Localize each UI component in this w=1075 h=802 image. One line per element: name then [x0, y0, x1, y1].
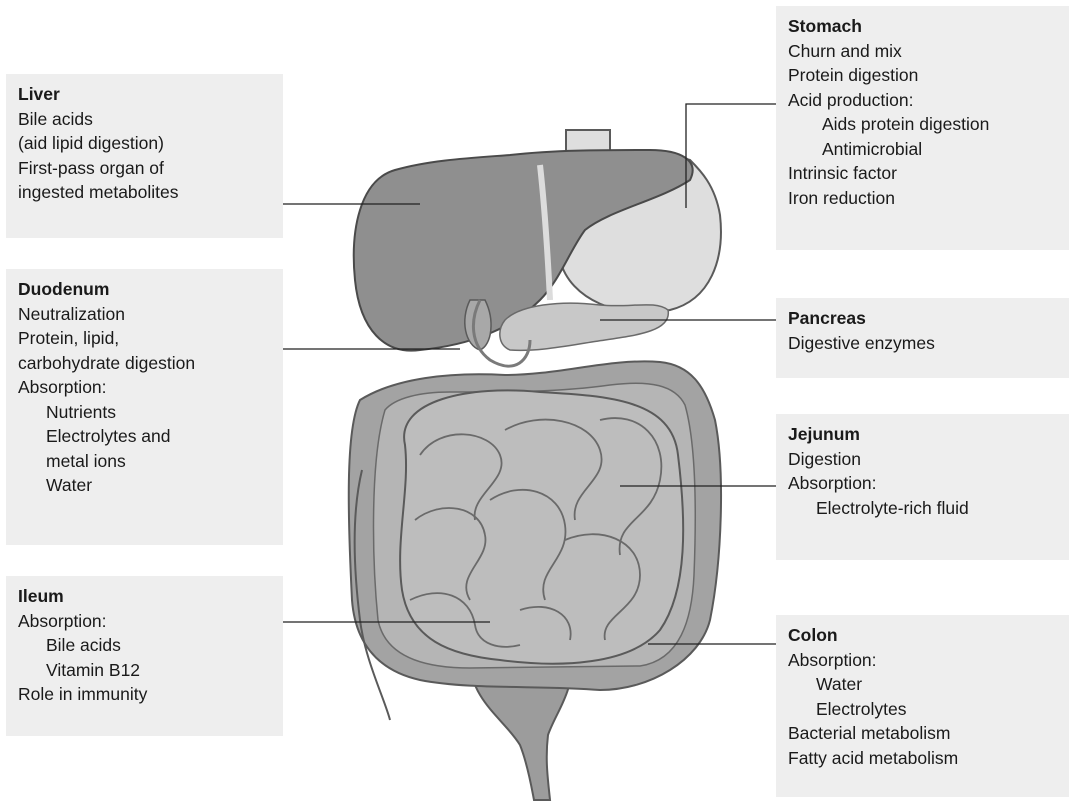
- jejunum-line-1: Digestion: [788, 447, 1057, 472]
- ileum-line-4: Role in immunity: [18, 682, 271, 707]
- ileum-line-2: Bile acids: [18, 633, 271, 658]
- colon-line-5: Fatty acid metabolism: [788, 746, 1057, 771]
- jejunum-box: Jejunum Digestion Absorption: Electrolyt…: [776, 414, 1069, 560]
- liver-box: Liver Bile acids (aid lipid digestion) F…: [6, 74, 283, 238]
- stomach-line-7: Iron reduction: [788, 186, 1057, 211]
- colon-box: Colon Absorption: Water Electrolytes Bac…: [776, 615, 1069, 797]
- stomach-line-1: Churn and mix: [788, 39, 1057, 64]
- liver-line-4: ingested metabolites: [18, 180, 271, 205]
- duodenum-line-4: Absorption:: [18, 375, 271, 400]
- liver-line-2: (aid lipid digestion): [18, 131, 271, 156]
- stomach-line-4: Aids protein digestion: [788, 112, 1057, 137]
- duodenum-line-7: metal ions: [18, 449, 271, 474]
- colon-title: Colon: [788, 623, 1057, 648]
- pancreas-box: Pancreas Digestive enzymes: [776, 298, 1069, 378]
- ileum-box: Ileum Absorption: Bile acids Vitamin B12…: [6, 576, 283, 736]
- stomach-line-3: Acid production:: [788, 88, 1057, 113]
- ileum-line-3: Vitamin B12: [18, 658, 271, 683]
- colon-line-1: Absorption:: [788, 648, 1057, 673]
- small-intestine-shape: [400, 390, 683, 663]
- pancreas-shape: [500, 303, 669, 350]
- liver-line-3: First-pass organ of: [18, 156, 271, 181]
- duodenum-title: Duodenum: [18, 277, 271, 302]
- jejunum-line-3: Electrolyte-rich fluid: [788, 496, 1057, 521]
- pancreas-title: Pancreas: [788, 306, 1057, 331]
- duodenum-line-6: Electrolytes and: [18, 424, 271, 449]
- colon-line-4: Bacterial metabolism: [788, 721, 1057, 746]
- duodenum-line-8: Water: [18, 473, 271, 498]
- stomach-line-6: Intrinsic factor: [788, 161, 1057, 186]
- duodenum-line-1: Neutralization: [18, 302, 271, 327]
- ileum-title: Ileum: [18, 584, 271, 609]
- stomach-line-2: Protein digestion: [788, 63, 1057, 88]
- stomach-box: Stomach Churn and mix Protein digestion …: [776, 6, 1069, 250]
- liver-title: Liver: [18, 82, 271, 107]
- duodenum-box: Duodenum Neutralization Protein, lipid, …: [6, 269, 283, 545]
- jejunum-line-2: Absorption:: [788, 471, 1057, 496]
- liver-line-1: Bile acids: [18, 107, 271, 132]
- pancreas-line-1: Digestive enzymes: [788, 331, 1057, 356]
- duodenum-line-2: Protein, lipid,: [18, 326, 271, 351]
- duodenum-line-3: carbohydrate digestion: [18, 351, 271, 376]
- jejunum-title: Jejunum: [788, 422, 1057, 447]
- stomach-line-5: Antimicrobial: [788, 137, 1057, 162]
- duodenum-line-5: Nutrients: [18, 400, 271, 425]
- colon-line-3: Electrolytes: [788, 697, 1057, 722]
- ileum-line-1: Absorption:: [18, 609, 271, 634]
- stomach-title: Stomach: [788, 14, 1057, 39]
- colon-line-2: Water: [788, 672, 1057, 697]
